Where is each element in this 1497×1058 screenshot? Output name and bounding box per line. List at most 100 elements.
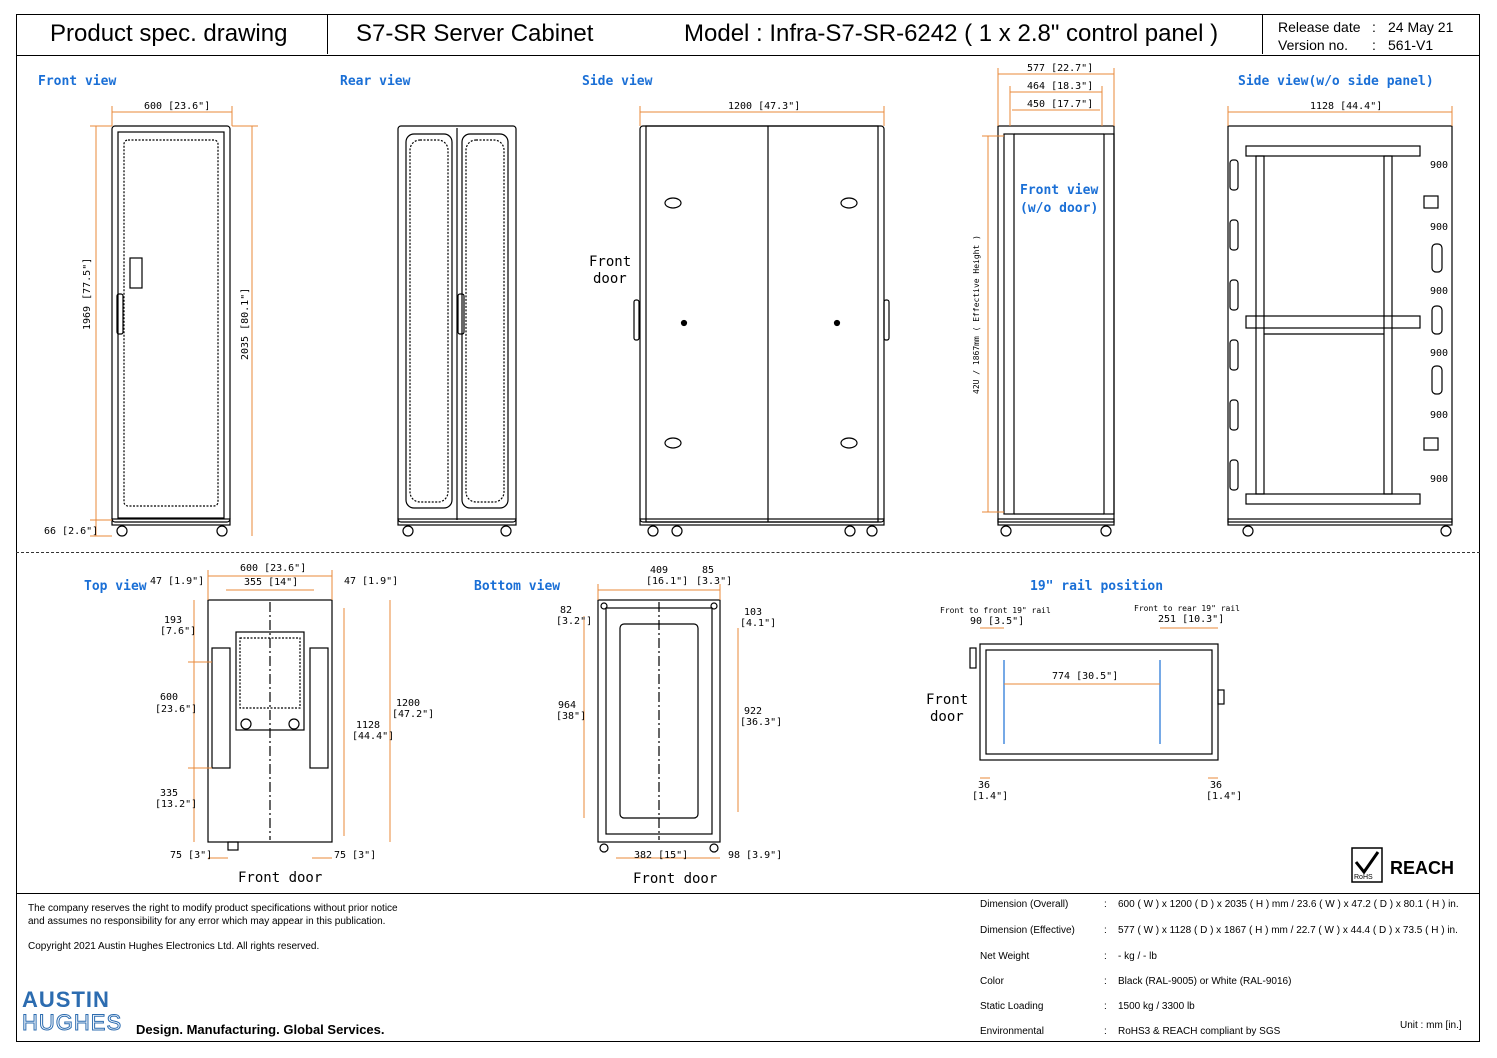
dim-bot-409b: [16.1"]: [646, 576, 689, 587]
dim-bot-103b: [4.1"]: [740, 618, 777, 629]
dim-bot-85b: [3.3"]: [696, 576, 733, 587]
top-front-door-label: Front door: [238, 870, 323, 886]
side-view-cabinet: [633, 125, 890, 537]
front-view-no-door: [997, 125, 1115, 537]
u-mark: 900: [1430, 286, 1449, 297]
spec-colon: :: [1104, 976, 1107, 987]
release-colon: :: [1372, 19, 1376, 35]
dim-bot-922a: 922: [744, 706, 763, 717]
product-name: S7-SR Server Cabinet: [356, 20, 594, 47]
section-divider: [16, 552, 1480, 553]
front-no-door-title: Front view: [1020, 183, 1099, 198]
dim-top-1200b: [47.2"]: [392, 709, 435, 720]
spec-colon: :: [1104, 1026, 1107, 1037]
bottom-front-door-label: Front door: [633, 871, 718, 887]
u-mark: 900: [1430, 474, 1449, 485]
dim-top-335a: 335: [160, 788, 179, 799]
front-to-front-label: Front to front 19" rail: [940, 606, 1051, 615]
dim-bot-82a: 82: [560, 605, 573, 616]
front-no-door-subtitle: (w/o door): [1020, 201, 1099, 216]
reach-label: REACH: [1390, 858, 1455, 878]
top-view-title: Top view: [84, 579, 147, 594]
spec-label: Environmental: [980, 1026, 1044, 1037]
dim-top-75a: 75 [3"]: [170, 850, 213, 861]
logo-austin: AUSTIN: [22, 987, 110, 1012]
side-view-title: Side view: [582, 74, 653, 89]
dim-top-1128b: [44.4"]: [352, 731, 395, 742]
rohs-badge: [1351, 847, 1383, 883]
release-value: 24 May 21: [1388, 19, 1454, 35]
top-view-outline: [207, 599, 333, 851]
dim-top-1128a: 1128: [356, 720, 381, 731]
spec-colon: :: [1104, 951, 1107, 962]
rail-position-outline: [969, 643, 1225, 761]
spec-colon: :: [1104, 1001, 1107, 1012]
disclaimer-line-1: The company reserves the right to modify…: [28, 903, 398, 914]
release-label: Release date: [1278, 19, 1361, 35]
dim-rail-36b: [1.4"]: [972, 791, 1009, 802]
unit-label: Unit : mm [in.]: [1400, 1020, 1462, 1031]
side-front-door-label: door: [593, 271, 627, 287]
dim-top-47b: 47 [1.9"]: [344, 576, 399, 587]
u-mark: 900: [1430, 348, 1449, 359]
dim-top-600b: [23.6"]: [155, 704, 198, 715]
spec-value: 577 ( W ) x 1128 ( D ) x 1867 ( H ) mm /…: [1118, 925, 1458, 936]
rail-front-door-label: door: [930, 709, 964, 725]
bottom-view-outline: [597, 599, 721, 853]
dim-top-600: 600 [23.6"]: [240, 563, 307, 574]
dim-bot-103a: 103: [744, 607, 763, 618]
spec-label: Static Loading: [980, 1001, 1044, 1012]
rear-view-cabinet: [397, 125, 517, 537]
title-block: Product spec. drawing S7-SR Server Cabin…: [16, 14, 1480, 56]
dim-bot-409a: 409: [650, 565, 669, 576]
dim-fw-450: 450 [17.7"]: [1027, 99, 1094, 110]
spec-value: 600 ( W ) x 1200 ( D ) x 2035 ( H ) mm /…: [1118, 899, 1459, 910]
bottom-view-title: Bottom view: [474, 579, 561, 594]
rail-front-door-label: Front: [926, 692, 969, 708]
dim-front-h2: 2035 [80.1"]: [240, 287, 251, 360]
model-name: Model : Infra-S7-SR-6242 ( 1 x 2.8" cont…: [684, 20, 1219, 47]
dim-top-75b: 75 [3"]: [334, 850, 377, 861]
dim-rail-36d: [1.4"]: [1206, 791, 1243, 802]
front-view-title: Front view: [38, 74, 117, 89]
tagline: Design. Manufacturing. Global Services.: [136, 1022, 385, 1037]
u-mark: 900: [1430, 160, 1449, 171]
spec-label: Dimension (Overall): [980, 899, 1069, 910]
spec-value: 1500 kg / 3300 lb: [1118, 1001, 1195, 1012]
side-no-panel-title: Side view(w/o side panel): [1238, 74, 1434, 89]
header-divider: [327, 14, 328, 54]
dim-rail-90: 90 [3.5"]: [970, 616, 1025, 627]
dim-top-47a: 47 [1.9"]: [150, 576, 205, 587]
footer-divider: [16, 893, 1480, 894]
dim-bot-382: 382 [15"]: [634, 850, 689, 861]
dim-bot-964b: [38"]: [556, 711, 587, 722]
dim-rail-251: 251 [10.3"]: [1158, 614, 1225, 625]
dim-fw-eff: 42U / 1867mm ( Effective Height ): [972, 235, 981, 394]
u-mark: 900: [1430, 410, 1449, 421]
dim-rail-774: 774 [30.5"]: [1052, 671, 1119, 682]
dim-bot-922b: [36.3"]: [740, 717, 783, 728]
rail-position-title: 19" rail position: [1030, 579, 1164, 594]
spec-value: - kg / - lb: [1118, 951, 1157, 962]
dim-bot-98: 98 [3.9"]: [728, 850, 783, 861]
dim-top-193b: [7.6"]: [160, 626, 197, 637]
copyright: Copyright 2021 Austin Hughes Electronics…: [28, 941, 320, 952]
dim-top-355: 355 [14"]: [244, 577, 299, 588]
dim-snp-depth: 1128 [44.4"]: [1310, 101, 1383, 112]
logo-hughes: HUGHES: [21, 1010, 123, 1036]
spec-colon: :: [1104, 925, 1107, 936]
rohs-label: RoHS: [1354, 874, 1373, 881]
front-to-rear-label: Front to rear 19" rail: [1134, 604, 1240, 613]
dim-front-width: 600 [23.6"]: [144, 101, 211, 112]
spec-value: RoHS3 & REACH compliant by SGS: [1118, 1026, 1281, 1037]
dim-rail-36a: 36: [978, 780, 991, 791]
dim-front-base: 66 [2.6"]: [44, 526, 99, 537]
dim-top-600a: 600: [160, 692, 179, 703]
spec-label: Net Weight: [980, 951, 1030, 962]
dim-top-193a: 193: [164, 615, 183, 626]
version-value: 561-V1: [1388, 37, 1434, 53]
rear-view-title: Rear view: [340, 74, 411, 89]
dim-side-depth: 1200 [47.3"]: [728, 101, 801, 112]
dim-bot-85a: 85: [702, 565, 715, 576]
